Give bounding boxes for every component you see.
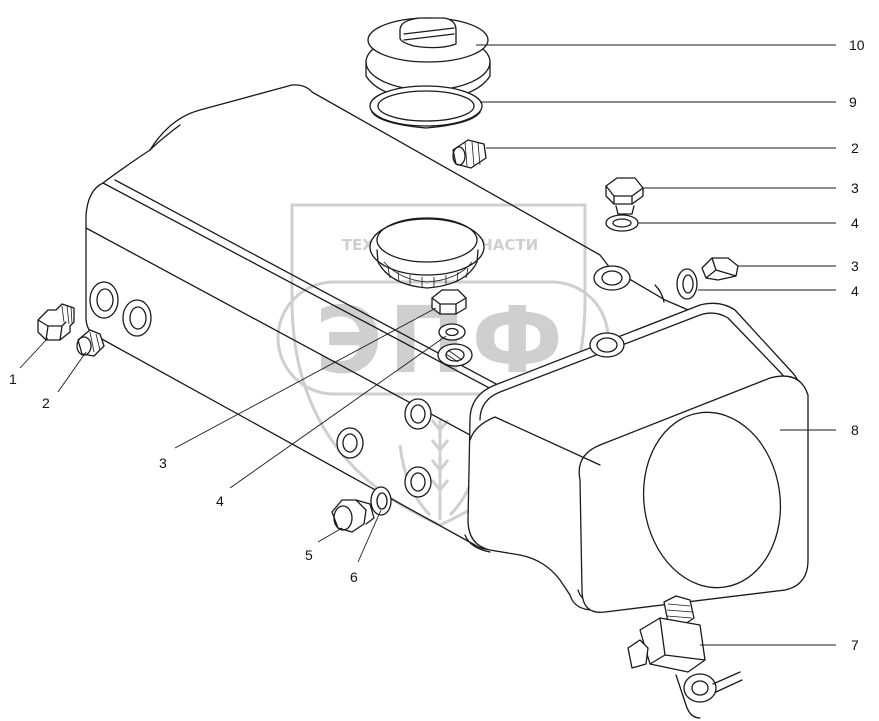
callout-9: 9	[849, 94, 857, 110]
callout-7: 7	[851, 637, 859, 653]
callout-4-low: 4	[216, 493, 224, 509]
callout-3-top: 3	[851, 180, 859, 196]
plug-top	[452, 139, 487, 169]
callout-10: 10	[849, 37, 865, 53]
tank-port-boss-center	[437, 343, 473, 367]
tank-port-boss-right	[589, 332, 625, 358]
callout-4-top: 4	[851, 215, 859, 231]
washer-mid-right	[676, 268, 698, 300]
callout-6: 6	[350, 569, 358, 585]
washer-top-right	[605, 214, 639, 232]
tank-port-boss-lower-2	[336, 427, 364, 459]
callout-5: 5	[305, 547, 313, 563]
callout-8: 8	[851, 422, 859, 438]
bolt-top-right	[605, 177, 644, 215]
fuel-tank-body	[85, 84, 809, 613]
callout-labels: 10 9 2 3 4 3 4 8 7 1 2 3 4 5 6	[9, 37, 865, 653]
tank-port-boss-lower-1	[404, 398, 432, 430]
leader-lines	[19, 44, 836, 646]
callout-4-mid: 4	[851, 283, 859, 299]
filler-cap	[365, 17, 491, 101]
callout-2-top: 2	[851, 140, 859, 156]
tank-port-boss-left-1	[89, 281, 119, 319]
callout-3-mid: 3	[851, 258, 859, 274]
bolt-mid-right	[701, 257, 739, 281]
plug-left-round	[76, 329, 105, 357]
tank-port-boss-lower-3	[404, 466, 432, 498]
drain-valve	[627, 595, 743, 719]
tank-port-boss-left-2	[122, 299, 152, 337]
plug-left-hex	[37, 303, 75, 341]
filler-neck	[369, 217, 485, 289]
callout-3-low: 3	[159, 455, 167, 471]
washer-lower	[370, 486, 392, 516]
tank-port-boss-upper	[593, 265, 631, 291]
washer-center	[438, 323, 466, 341]
cap-gasket	[369, 85, 483, 129]
callout-1: 1	[9, 371, 17, 387]
bolt-center	[431, 289, 467, 315]
bolt-lower	[331, 499, 375, 533]
callout-2-left: 2	[42, 395, 50, 411]
